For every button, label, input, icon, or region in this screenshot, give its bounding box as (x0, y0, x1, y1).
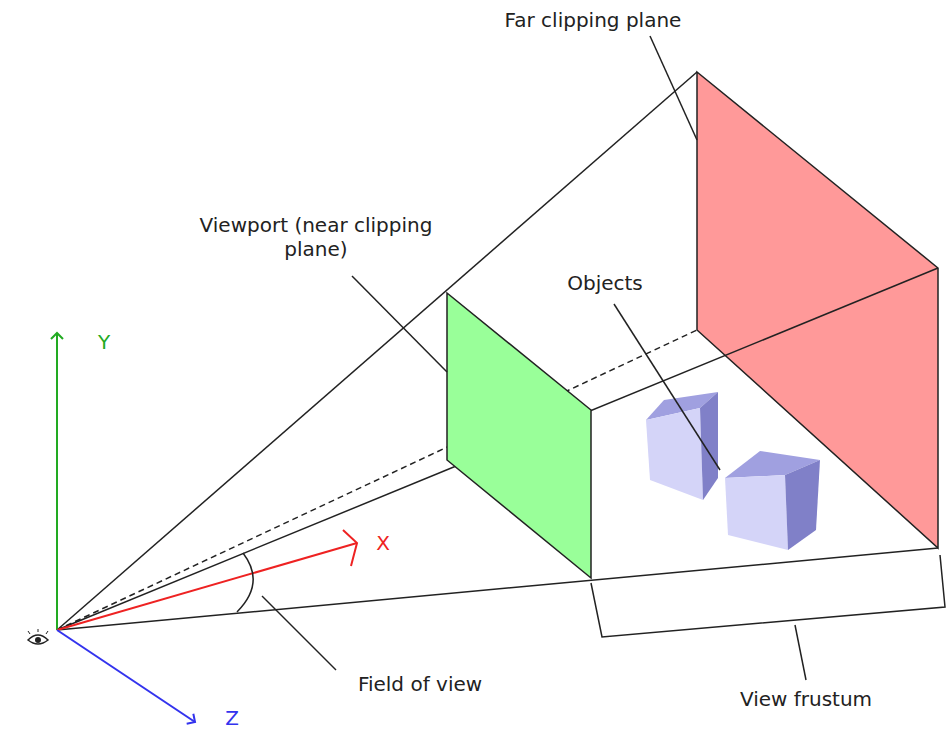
leader-line (262, 596, 336, 670)
leader-line (795, 625, 806, 680)
plane-label: Far clipping plane (505, 8, 682, 32)
z-axis (57, 630, 195, 722)
fov-label: Field of view (358, 672, 482, 696)
leader-line (352, 276, 447, 372)
y-axis (56, 333, 58, 630)
object-label: Objects (567, 271, 643, 295)
near-plane (447, 293, 591, 578)
frustum-edge (57, 72, 697, 630)
leader-line (614, 304, 720, 470)
x-axis (57, 543, 357, 630)
axis-label: X (376, 531, 390, 555)
frustum-label: View frustum (740, 687, 872, 711)
axis-label: Z (225, 706, 239, 730)
x-axis-head (343, 530, 357, 566)
leader-line (650, 36, 697, 140)
eye-symbol (28, 629, 48, 644)
frustum-edge (57, 268, 938, 630)
hidden-edge (57, 330, 697, 630)
cube (646, 392, 718, 500)
frustum-edge (57, 548, 938, 630)
bracket (591, 555, 945, 637)
plane-label: Viewport (near clipping plane) (186, 213, 446, 261)
cube (725, 451, 820, 550)
axis-label: Y (98, 330, 110, 354)
fov-arc (237, 553, 253, 612)
